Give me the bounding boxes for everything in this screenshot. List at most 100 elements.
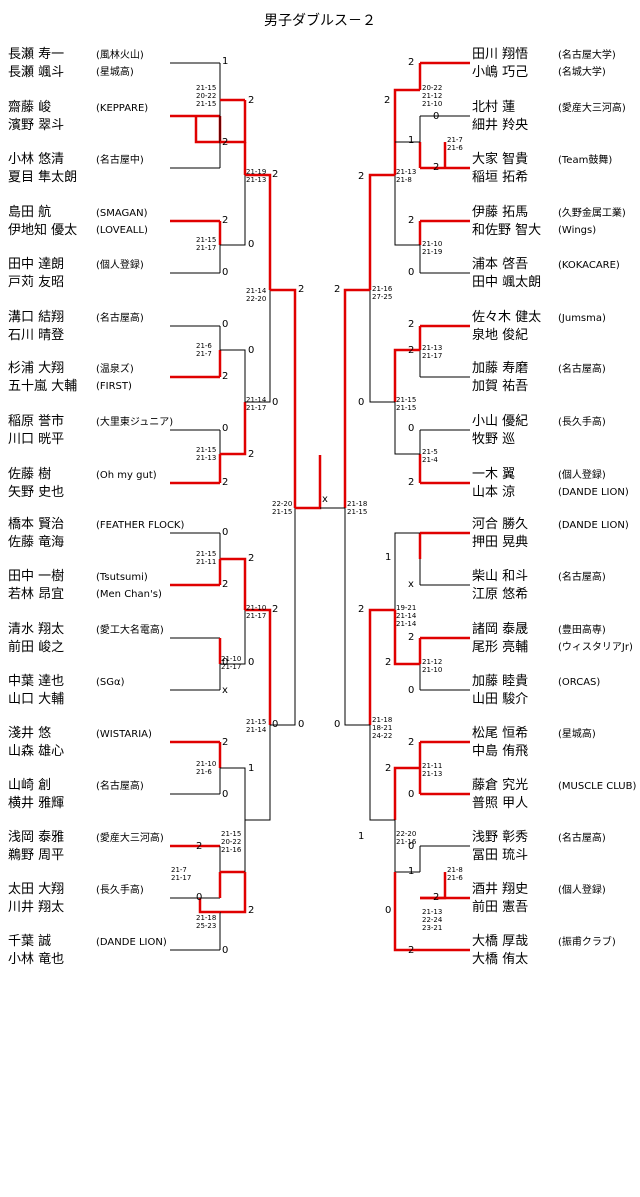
left-r2 <box>220 557 247 610</box>
game-score: 21-11 <box>422 762 443 770</box>
left-r4 <box>270 288 297 508</box>
round-result: 2 <box>358 171 365 182</box>
right-entry-club: (MUSCLE CLUB) <box>558 781 637 792</box>
round-result: 0 <box>248 239 255 250</box>
round-result: 0 <box>222 945 229 956</box>
round-result: 2 <box>408 215 415 226</box>
right-entry-player1: 加藤 寿磨 <box>472 361 529 376</box>
game-score: 19-21 <box>396 604 417 612</box>
right-entry-club: (振甫クラブ) <box>558 937 616 948</box>
game-score: 21-19 <box>246 168 267 176</box>
round-result: 2 <box>385 763 392 774</box>
round-result: 2 <box>272 169 279 180</box>
right-entry-player1: 諸岡 泰晟 <box>472 622 529 637</box>
left-r3 <box>245 725 271 821</box>
game-score: 21-7 <box>447 136 463 144</box>
game-score: 21-16 <box>221 846 242 854</box>
round-result: 2 <box>385 657 392 668</box>
left-entry-player2: 山口 大輔 <box>8 692 65 707</box>
right-entry-player2: 加賀 祐吾 <box>472 379 529 394</box>
right-entry-club2: (Wings) <box>558 225 597 236</box>
game-score: 21-15 <box>347 508 368 516</box>
round-result: 2 <box>222 137 229 148</box>
game-score: 21-16 <box>372 285 393 293</box>
right-r2 <box>394 175 420 246</box>
round-result: 2 <box>248 553 255 564</box>
game-score: 20-22 <box>196 92 217 100</box>
round-result: 2 <box>196 841 203 852</box>
left-entry-club2: (Men Chan's) <box>96 589 162 600</box>
left-entry-player2: 若林 昂宜 <box>8 587 65 602</box>
game-score: 21-18 <box>347 500 368 508</box>
left-entry-club: (FEATHER FLOCK) <box>96 520 185 531</box>
left-entry-club: (DANDE LION) <box>96 937 167 948</box>
game-score: 21-10 <box>221 655 242 663</box>
right-entry-club: (ORCAS) <box>558 677 601 688</box>
right-entry-club: (個人登録) <box>558 885 606 896</box>
left-entry-player1: 浅岡 泰雅 <box>8 830 65 845</box>
left-entry-player2: 山森 雄心 <box>8 744 65 759</box>
round-result: x <box>222 685 228 696</box>
round-result: 2 <box>408 345 415 356</box>
game-score: 23-21 <box>422 924 443 932</box>
round-result: 2 <box>222 737 229 748</box>
left-entry-player1: 田中 達朗 <box>8 257 65 272</box>
right-r3 <box>369 290 395 403</box>
left-entry-player1: 橋本 賢治 <box>8 517 65 532</box>
right-entry-club2: (名城大学) <box>558 67 606 78</box>
left-r2 <box>220 100 247 144</box>
left-entry-club: (SMAGAN) <box>96 208 148 219</box>
left-entry-player1: 溝口 結翔 <box>8 310 65 325</box>
round-result: 2 <box>248 449 255 460</box>
right-entry-club2: (DANDE LION) <box>558 487 629 498</box>
left-entry-player2: 伊地知 優太 <box>8 223 78 238</box>
game-score: 21-13 <box>422 770 443 778</box>
left-entry-club: (KEPPARE) <box>96 103 149 114</box>
right-entry-player1: 浅野 彰秀 <box>472 830 529 845</box>
left-entry-player2: 川井 翔太 <box>8 900 65 915</box>
game-score: 21-12 <box>422 92 443 100</box>
left-entry-player2: 横井 雅輝 <box>8 796 65 811</box>
right-entry-player1: 田川 翔悟 <box>472 47 529 62</box>
left-entry-club: (温泉ズ) <box>96 364 134 375</box>
right-entry-club: (久野金属工業) <box>558 208 626 219</box>
round-result: 0 <box>408 841 415 852</box>
game-score: 27-25 <box>372 293 393 301</box>
round-result: 0 <box>222 267 229 278</box>
left-entry-club: (長久手高) <box>96 885 144 896</box>
right-entry-club: (KOKACARE) <box>558 260 620 271</box>
game-score: 21-10 <box>196 760 217 768</box>
left-entry-player1: 千葉 誠 <box>8 934 52 949</box>
game-score: 21-14 <box>396 612 417 620</box>
round-result: 2 <box>298 284 305 295</box>
round-result: 0 <box>408 423 415 434</box>
round-result: 1 <box>385 552 392 563</box>
game-score: 22-20 <box>246 295 267 303</box>
round-result: 0 <box>222 657 229 668</box>
right-entry-player1: 柴山 和斗 <box>472 569 529 584</box>
game-score: 21-13 <box>246 176 267 184</box>
round-result: 1 <box>222 56 229 67</box>
left-entry-player2: 長瀬 颯斗 <box>8 65 65 80</box>
left-r4 <box>270 508 296 726</box>
left-entry-player1: 長瀬 寿一 <box>8 47 65 62</box>
right-entry-player1: 大橋 厚哉 <box>472 934 529 949</box>
game-score: 21-16 <box>396 838 417 846</box>
right-entry-club: (個人登録) <box>558 470 606 481</box>
round-result: 0 <box>358 397 365 408</box>
left-entry-player2: 戸苅 友昭 <box>8 275 65 290</box>
left-entry-player2: 矢野 史也 <box>8 485 65 500</box>
right-entry-club: (愛産大三河高) <box>558 103 626 114</box>
game-score: 21-8 <box>447 866 463 874</box>
left-entry-club: (大里東ジュニア) <box>96 417 174 428</box>
left-entry-player1: 太田 大翔 <box>8 882 65 897</box>
round-result: 0 <box>298 719 305 730</box>
round-result: 0 <box>248 657 255 668</box>
page-title: 男子ダブルス－２ <box>264 13 376 29</box>
round-result: 1 <box>408 135 415 146</box>
round-result: 2 <box>408 945 415 956</box>
game-score: 21-8 <box>396 176 412 184</box>
left-entry-player2: 夏目 隼太朗 <box>8 170 78 185</box>
game-score: 21-10 <box>246 604 267 612</box>
left-entry-player1: 稲原 誉市 <box>8 414 65 429</box>
